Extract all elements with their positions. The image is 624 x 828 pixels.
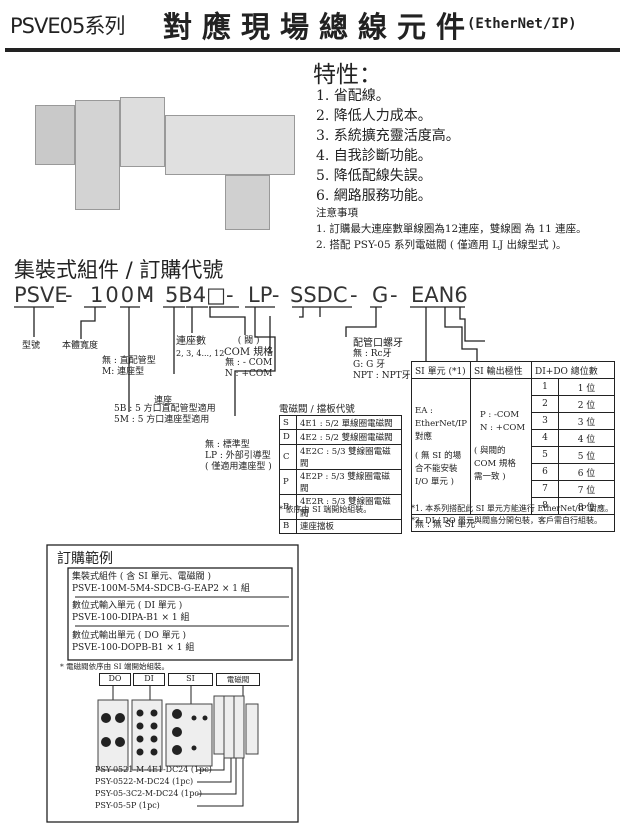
label-width: 本體寬度 [62,341,99,351]
part-item: PSY-0522-M-DC24 (1pc) [95,777,194,786]
feature-item: 2. 降低人力成本。 [316,108,432,124]
block-solenoid: 電磁閥 [216,673,260,686]
feature-item: 3. 系統擴充靈活度高。 [316,128,460,144]
block-do: DO [99,673,131,686]
feature-item: 5. 降低配線失誤。 [316,168,432,184]
protocol-label: (EtherNet/IP) [467,16,577,32]
part-item: PSY-05-5P (1pc) [95,801,160,810]
feature-item: 1. 省配線。 [316,88,390,104]
header-rule [5,48,620,52]
code-valves: SSDC [290,283,348,307]
example-note: * 電磁閥依序由 SI 端開始組裝。 [60,662,170,671]
parts-list: PSY-0521-M-4E1-DC24 (1pc) PSY-0522-M-DC2… [95,764,212,812]
code-sep: - [226,283,234,307]
feature-item: 4. 自我診斷功能。 [316,148,432,164]
code-lp: LP- [248,283,280,307]
part-item: PSY-0521-M-4E1-DC24 (1pc) [95,765,212,774]
features-list: 1. 省配線。 2. 降低人力成本。 3. 系統擴充靈活度高。 4. 自我診斷功… [316,86,460,206]
note-item: 2. 搭配 PSY-05 系列電磁閥 ( 僅適用 LJ 出線型式 )。 [316,239,567,251]
label-model: 型號 [22,341,41,351]
feature-item: 6. 網路服務功能。 [316,188,432,204]
solenoid-table-title: 電磁閥 / 擋板代號 [279,404,355,415]
code-sep: - [390,283,398,307]
si-notes: *1. 本系列搭配此 SI 單元方能進行 EtherNet/IP 對應。*2. … [411,504,613,525]
code-thread: G [372,283,389,307]
features-title: 特性： [313,62,382,88]
example-item: 數位式輸入單元 ( DI 單元 )PSVE-100-DIPA-B1 × 1 組 [72,601,190,623]
part-item: PSY-05-3C2-M-DC24 (1pc) [95,789,202,798]
example-item: 集裝式組件 ( 含 SI 單元、電磁閥 )PSVE-100M-5M4-SDCB-… [72,572,250,594]
code-base: 5B4□ [165,283,226,307]
code-sep: - [350,283,358,307]
example-title: 訂購範例 [57,551,113,567]
example-item: 數位式輸出單元 ( DO 單元 )PSVE-100-DOPB-B1 × 1 組 [72,631,195,653]
series-label: PSVE05系列 [10,14,125,38]
code-model: PSVE [14,283,68,307]
note-item: 1. 訂購最大連座數單線圈為12連座，雙線圈 為 11 連座。 [316,223,587,235]
notes: 注意事項 1. 訂購最大連座數單線圈為12連座，雙線圈 為 11 連座。 2. … [316,205,587,253]
solenoid-note: * 依序由 SI 端開始組裝。 [279,505,372,514]
label-base-title: 連座 [154,396,173,406]
code-sep: - [143,283,151,307]
code-width: 100M [90,283,157,307]
notes-title: 注意事項 [316,207,358,219]
product-image [30,85,300,235]
block-di: DI [133,673,165,686]
page-title: 對應現場總線元件 [163,10,476,44]
code-sep: - [65,283,73,307]
ordering-title: 集裝式組件 / 訂購代號 [14,258,224,282]
code-si: EAN6 [411,283,468,307]
si-none-row: 無 : 無 SI 單元 [411,514,615,532]
block-si: SI [168,673,213,686]
